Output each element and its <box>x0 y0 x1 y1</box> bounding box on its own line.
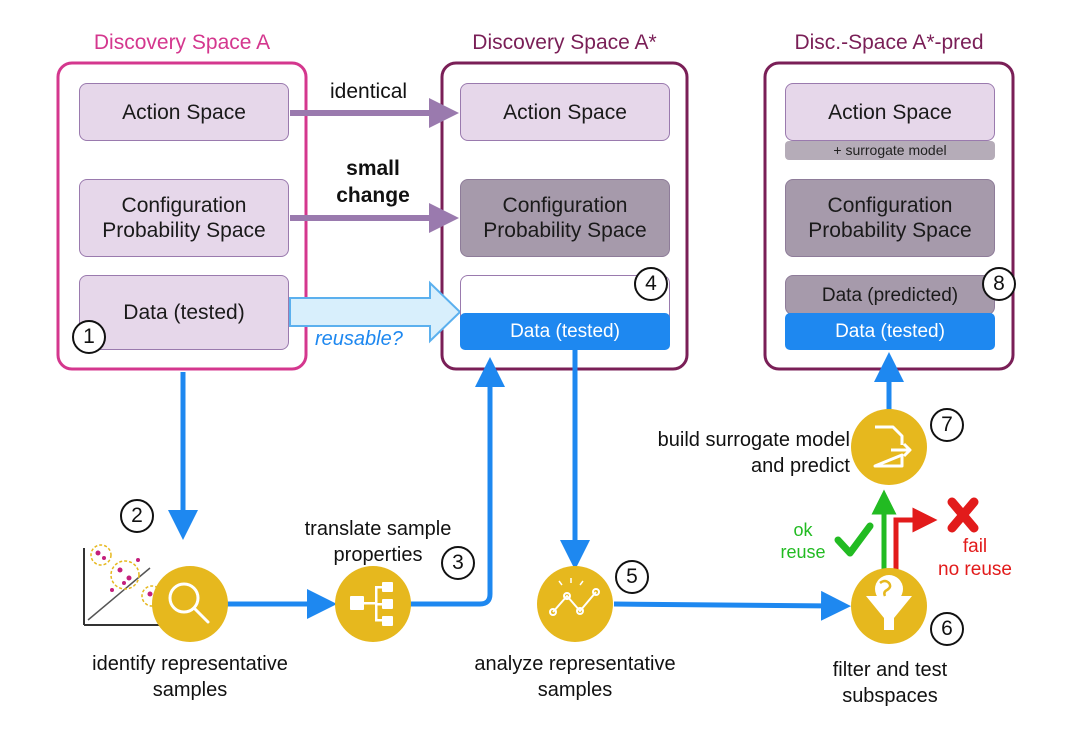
space-pred-data-predicted-label: Data (predicted) <box>821 284 959 306</box>
step-7-badge: 7 <box>930 408 964 442</box>
space-a-star-data-label: Data (tested) <box>510 321 620 342</box>
translate-line1: translate sample <box>304 518 452 540</box>
identify-line1: identify representative <box>92 653 288 675</box>
analyze-line1: analyze representative <box>474 653 676 675</box>
space-a-config-line1: Configuration <box>121 194 247 217</box>
search-icon <box>168 582 210 624</box>
space-pred-data-tested: Data (tested) <box>785 313 995 350</box>
checkmark-icon <box>834 522 874 557</box>
space-a-action-box: Action Space <box>79 83 289 141</box>
space-pred-title: Disc.-Space A*-pred <box>794 31 984 54</box>
cross-icon <box>947 497 979 533</box>
line-chart-icon <box>549 578 600 616</box>
hierarchy-icon <box>350 582 393 626</box>
space-pred-config-box: Configuration Probability Space <box>785 179 995 257</box>
space-a-action-label: Action Space <box>122 100 246 124</box>
small-change-line2: change <box>336 184 410 207</box>
space-a-star-config-line2: Probability Space <box>483 219 647 242</box>
reusable-label: reusable? <box>315 328 403 350</box>
space-a-star-action-label: Action Space <box>503 100 627 124</box>
fail-line2: no reuse <box>938 559 1012 580</box>
small-change-label: small change <box>318 155 428 209</box>
translate-caption: translate sample properties <box>278 516 478 568</box>
build-line2: and predict <box>751 455 850 477</box>
space-a-star-config-box: Configuration Probability Space <box>460 179 670 257</box>
space-pred-action-box: Action Space <box>785 83 995 141</box>
flow-5-6 <box>613 590 851 621</box>
identify-caption: identify representative samples <box>55 651 325 703</box>
translate-line2: properties <box>333 544 423 566</box>
ok-line1: ok <box>793 520 813 540</box>
identify-node <box>152 566 228 642</box>
globe-filter-icon <box>866 575 912 630</box>
space-pred-action-label: Action Space <box>828 100 952 124</box>
space-a-data-label: Data (tested) <box>123 301 245 324</box>
reusable-arrow <box>289 280 462 344</box>
space-a-star-action-box: Action Space <box>460 83 670 141</box>
step-2-badge: 2 <box>120 499 154 533</box>
space-a-title: Discovery Space A <box>93 31 271 54</box>
identical-label: identical <box>330 80 408 103</box>
space-pred-data-predicted-box: Data (predicted) <box>785 275 995 315</box>
document-export-icon <box>873 425 912 468</box>
ok-line2: reuse <box>780 542 826 562</box>
step-1-badge: 1 <box>72 320 106 354</box>
filter-line1: filter and test <box>832 659 948 681</box>
step-5-badge: 5 <box>615 560 649 594</box>
ok-reuse-label: ok reuse <box>773 519 833 563</box>
small-change-line1: small <box>346 157 400 180</box>
fail-line1: fail <box>962 536 988 557</box>
step-8-badge: 8 <box>982 267 1016 301</box>
space-a-config-box: Configuration Probability Space <box>79 179 289 257</box>
fail-label: fail no reuse <box>935 535 1015 581</box>
space-pred-data-tested-label: Data (tested) <box>835 321 945 342</box>
surrogate-model-label: + surrogate model <box>833 142 947 158</box>
space-a-star-title: Discovery Space A* <box>472 31 657 54</box>
filter-caption: filter and test subspaces <box>790 657 990 709</box>
flow-3-4 <box>410 357 505 607</box>
filter-line2: subspaces <box>842 685 938 707</box>
step-4-badge: 4 <box>634 267 668 301</box>
surrogate-model-tag: + surrogate model <box>785 141 995 160</box>
analyze-line2: samples <box>537 679 613 701</box>
space-a-star-data-tested: Data (tested) <box>460 313 670 350</box>
build-line1: build surrogate model <box>657 429 850 451</box>
fail-arrow <box>893 507 938 572</box>
space-a-config-line2: Probability Space <box>102 219 266 242</box>
analyze-caption: analyze representative samples <box>440 651 710 703</box>
identify-line2: samples <box>152 679 228 701</box>
step-3-badge: 3 <box>441 546 475 580</box>
space-a-star-config-line1: Configuration <box>502 194 628 217</box>
scatter-plot-icon <box>83 544 163 626</box>
build-caption: build surrogate model and predict <box>600 427 850 479</box>
space-pred-config-line1: Configuration <box>827 194 953 217</box>
build-node <box>851 409 927 485</box>
step-6-badge: 6 <box>930 612 964 646</box>
space-a-data-box: Data (tested) <box>79 275 289 350</box>
space-pred-config-line2: Probability Space <box>808 219 972 242</box>
